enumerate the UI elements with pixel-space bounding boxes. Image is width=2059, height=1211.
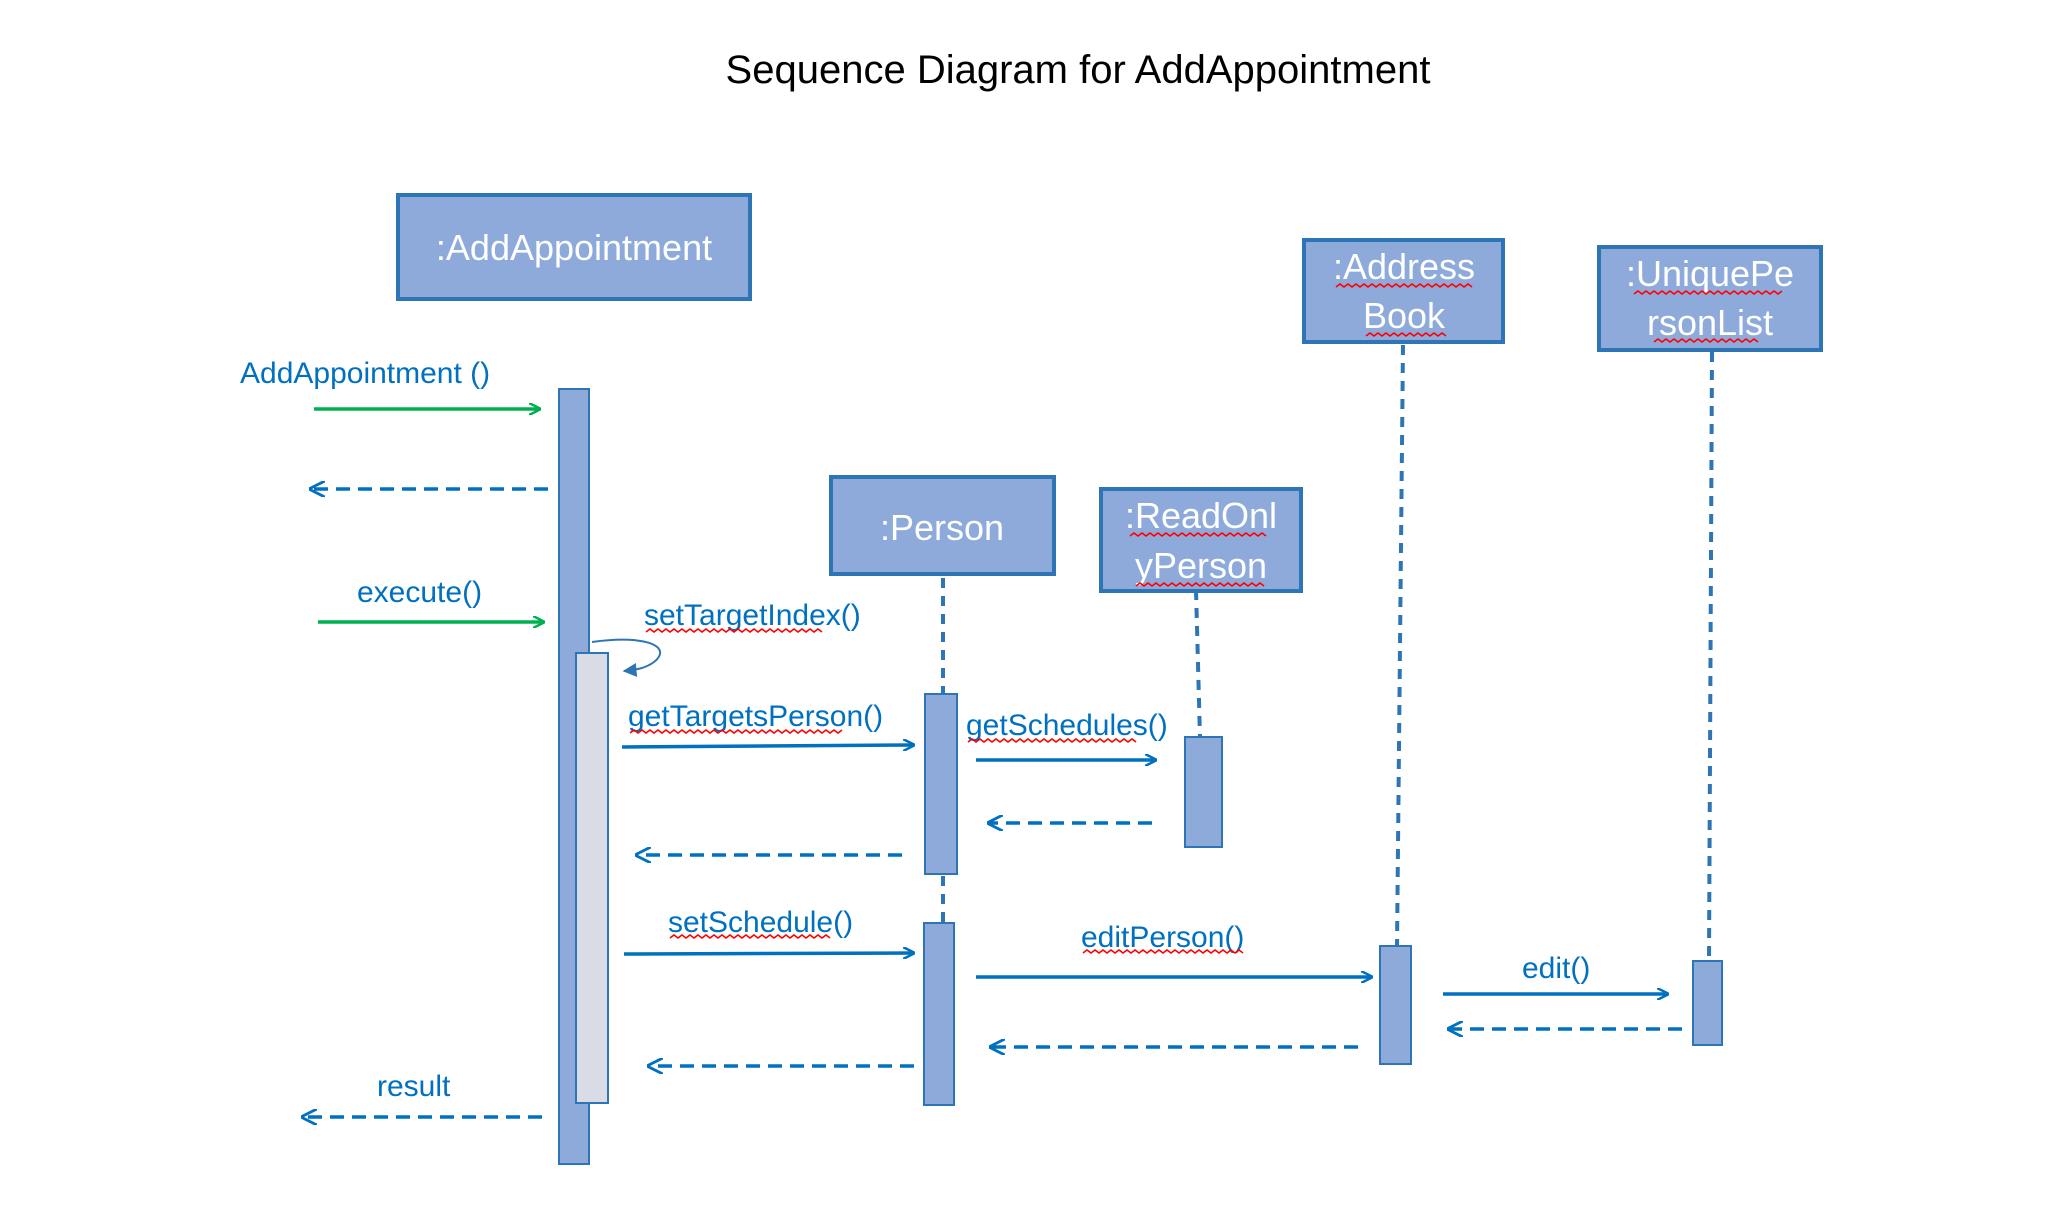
spellcheck-underline <box>967 738 1137 743</box>
spellcheck-underline <box>1335 283 1473 288</box>
lifeline-box <box>1099 487 1303 593</box>
message-edit-call: edit() <box>1443 952 1668 994</box>
spellcheck-underline <box>1365 332 1447 337</box>
message-arrow <box>621 745 914 747</box>
message-result-return: result <box>302 1070 542 1117</box>
spellcheck-underline <box>1129 532 1267 537</box>
message-getschedules-call: getSchedules() <box>966 709 1168 760</box>
lifeline-addressbook: :Address Book <box>1302 238 1505 344</box>
activation-bar-person-setschedule <box>923 922 955 1106</box>
spellcheck-underline <box>629 729 843 734</box>
activation-bar-addressbook <box>1379 945 1412 1065</box>
activation-bar-uniquepersonlist <box>1692 960 1723 1046</box>
spellcheck-underline <box>645 628 823 633</box>
lifeline-box <box>829 475 1056 576</box>
activation-bar-addappointment-execute <box>575 652 609 1104</box>
message-gettargetsperson-call: getTargetsPerson() <box>621 700 914 747</box>
message-label: setTargetIndex() <box>644 599 861 632</box>
spellcheck-underline <box>669 934 831 939</box>
lifeline-box <box>1302 238 1505 344</box>
message-label: getTargetsPerson() <box>628 700 883 733</box>
lifeline-addappointment: :AddAppointment <box>396 193 752 301</box>
lifeline-label: Book <box>1363 295 1446 336</box>
message-label: AddAppointment () <box>240 357 490 390</box>
spellcheck-underline <box>1082 949 1244 954</box>
message-label: getSchedules() <box>966 709 1168 742</box>
lifeline-box <box>1597 245 1823 352</box>
message-execute-call: execute() <box>318 576 544 622</box>
lifeline-label: yPerson <box>1135 545 1267 586</box>
lifeline-label: :Person <box>880 507 1004 548</box>
message-label: execute() <box>357 576 482 609</box>
lifeline-dash-addressbook <box>1395 344 1405 947</box>
activation-bar-readonlyperson <box>1184 736 1223 848</box>
message-settargetindex-self: setTargetIndex() <box>591 599 861 677</box>
message-label: edit() <box>1522 952 1590 985</box>
lifeline-label: :UniquePe <box>1626 253 1794 294</box>
message-addappointment-call: AddAppointment () <box>240 357 540 409</box>
lifeline-label: :AddAppointment <box>436 227 712 268</box>
message-label: result <box>377 1070 451 1103</box>
lifeline-label: :Address <box>1333 246 1475 287</box>
lifeline-box <box>396 193 752 301</box>
lifeline-uniquepersonlist: :UniquePe rsonList <box>1597 245 1823 352</box>
message-arrow <box>591 638 661 677</box>
lifeline-person: :Person <box>829 475 1056 576</box>
lifeline-label: rsonList <box>1647 302 1773 343</box>
message-setschedule-call: setSchedule() <box>623 906 914 954</box>
lifeline-dash-readonlyperson <box>1194 589 1202 739</box>
lifeline-dash-uniquepersonlist <box>1707 351 1714 961</box>
spellcheck-underline <box>1633 290 1783 295</box>
message-label: setSchedule() <box>668 906 853 939</box>
message-arrow <box>623 953 914 954</box>
message-label: editPerson() <box>1081 921 1244 954</box>
lifeline-readonlyperson: :ReadOnl yPerson <box>1099 487 1303 593</box>
activation-bar-person-gettargetsperson <box>924 693 958 875</box>
diagram-title: Sequence Diagram for AddAppointment <box>726 48 1431 92</box>
lifeline-label: :ReadOnl <box>1125 495 1277 536</box>
message-editperson-call: editPerson() <box>976 921 1372 977</box>
spellcheck-underline <box>1653 338 1759 343</box>
spellcheck-underline <box>1135 582 1265 587</box>
